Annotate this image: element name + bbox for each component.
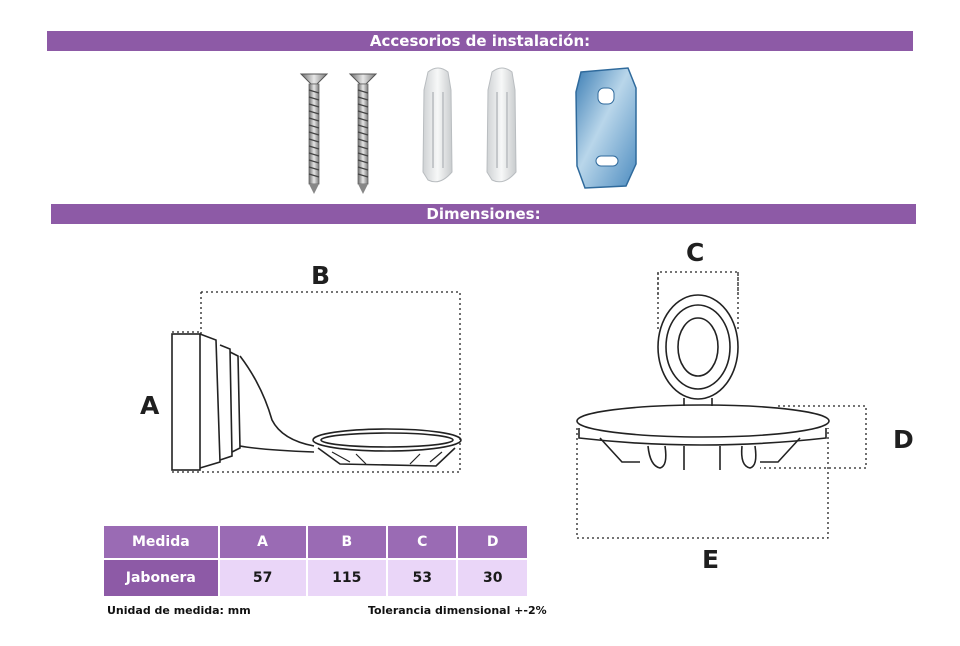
column-header: B [307,526,389,560]
wall-plug-icon [422,67,453,183]
column-header: A [219,526,308,560]
dimension-label-e: E [702,545,720,574]
dimension-label-c: C [686,238,705,267]
dimensions-table: Medida A B C D Jabonera 57 115 53 30 [104,526,529,596]
side-view-drawing [171,333,462,471]
screw-icon [348,73,378,194]
column-header: Medida [104,526,220,560]
dimensions-header: Dimensiones: [51,204,916,224]
row-label: Jabonera [104,560,220,596]
mounting-bracket-icon [575,67,637,189]
column-header: C [388,526,459,560]
table-cell: 57 [219,560,308,596]
table-row: Jabonera 57 115 53 30 [104,560,529,596]
dimension-label-a: A [140,391,160,420]
accessories-header: Accesorios de instalación: [47,31,913,51]
dimension-guides-front [576,271,867,539]
table-header-row: Medida A B C D [104,526,529,560]
dimension-guides-side [172,291,461,473]
column-header: D [458,526,529,560]
table-cell: 115 [307,560,389,596]
screw-icon [299,73,329,194]
dimension-label-b: B [311,261,331,290]
dimension-label-d: D [893,425,914,454]
table-cell: 53 [388,560,459,596]
wall-plug-icon [486,67,517,183]
unit-note: Unidad de medida: mm [107,604,251,617]
table-cell: 30 [458,560,529,596]
tolerance-note: Tolerancia dimensional +-2% [368,604,547,617]
front-view-drawing [576,294,830,470]
